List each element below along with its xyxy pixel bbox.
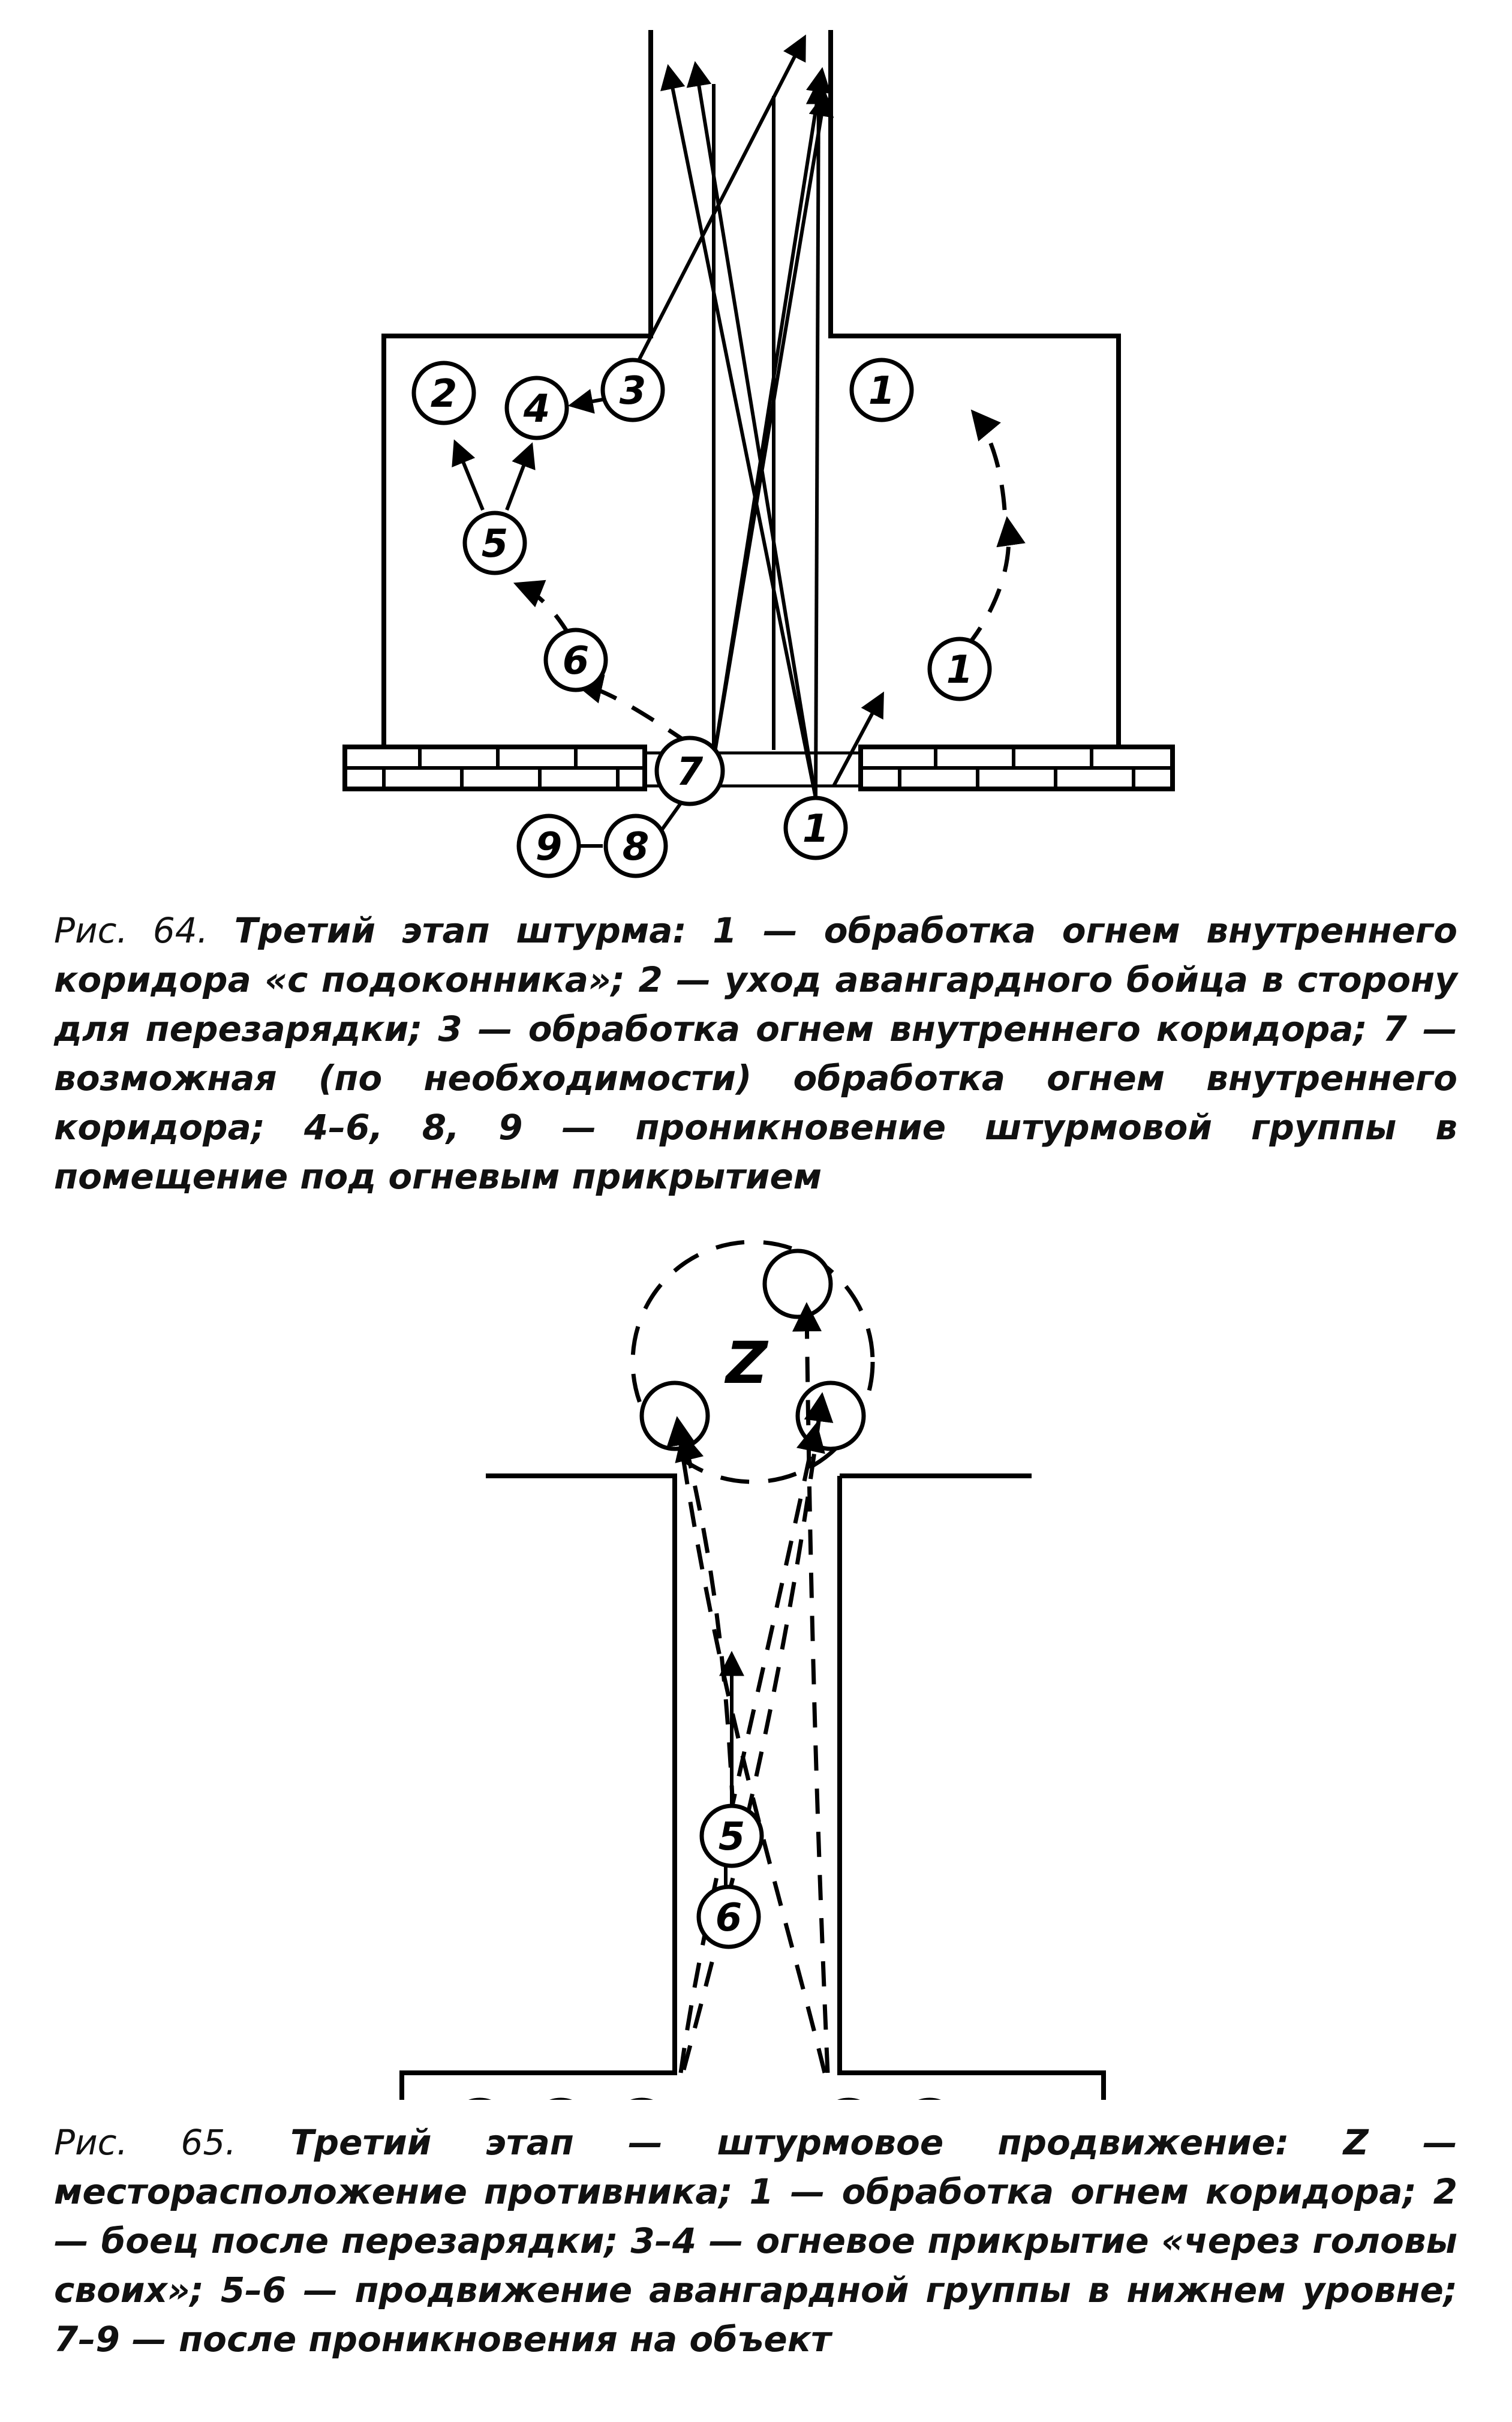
caption-label: Рис. 65. [54, 2122, 236, 2163]
node-5: 5 [462, 511, 527, 575]
enemy-position-left [639, 1380, 710, 1451]
figure-65-diagram: Z 5 6 7 4 3 1 [399, 1239, 1106, 2100]
node-2: 2 [411, 361, 476, 425]
room-walls [381, 30, 1121, 747]
svg-text:1: 1 [946, 648, 973, 692]
node-1-mid: 1 [927, 637, 992, 701]
node-7: 7 [654, 736, 725, 806]
svg-text:1: 1 [802, 807, 829, 851]
node-4: 4 [504, 376, 569, 440]
svg-text:1: 1 [868, 369, 895, 413]
fire-lines [631, 34, 834, 799]
enemy-zone: Z [630, 1239, 875, 1484]
svg-text:7: 7 [677, 750, 704, 794]
node-1-top: 1 [849, 358, 914, 422]
node-6: 6 [543, 628, 608, 692]
enemy-zone-label: Z [724, 1329, 769, 1397]
svg-text:6: 6 [716, 1896, 743, 1940]
brick-wall-left [342, 745, 647, 791]
svg-text:3: 3 [620, 369, 647, 413]
node-8: 8 [603, 814, 668, 878]
movement-arrows [452, 389, 1026, 848]
figure-64-diagram: 1 1 1 2 3 4 5 6 7 8 9 [342, 30, 1175, 878]
caption-text: Третий этап штурма: 1 — обработка огнем … [54, 910, 1457, 1197]
svg-text:4: 4 [523, 387, 551, 431]
svg-text:2: 2 [431, 372, 458, 416]
corridor-lines [712, 84, 775, 750]
node-3: 3 [600, 358, 665, 422]
caption-text: Третий этап — штурмовое продвижение: Z —… [54, 2122, 1457, 2360]
node-9: 9 [516, 814, 581, 878]
svg-text:8: 8 [623, 825, 650, 869]
node-1-door: 1 [783, 796, 848, 860]
node-6: 6 [696, 1884, 761, 1949]
brick-wall-right [858, 745, 1175, 791]
building-walls [399, 1473, 1106, 2100]
svg-text:5: 5 [719, 1815, 746, 1859]
node-5: 5 [699, 1803, 764, 1868]
svg-text:6: 6 [563, 639, 590, 683]
svg-text:9: 9 [536, 825, 563, 869]
figure-64-caption: Рис. 64. Третий этап штурма: 1 — обработ… [54, 906, 1457, 1201]
svg-text:5: 5 [482, 522, 509, 566]
caption-label: Рис. 64. [54, 910, 209, 951]
enemy-position-top [762, 1248, 833, 1319]
figure-65-caption: Рис. 65. Третий этап — штурмовое продвиж… [54, 2118, 1457, 2364]
